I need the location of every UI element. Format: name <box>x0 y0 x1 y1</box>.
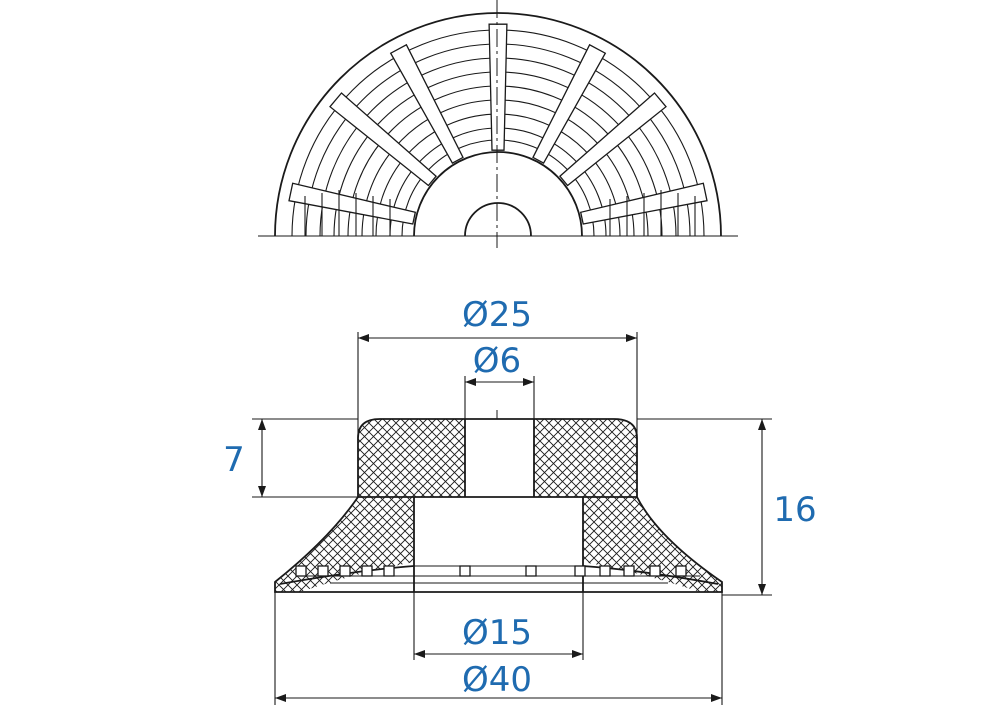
dim-arrow <box>523 378 534 386</box>
dim-arrow <box>572 650 583 658</box>
dim-label-d25: Ø25 <box>462 295 532 335</box>
section-underside-ribs <box>295 565 687 577</box>
dim-arrow <box>275 694 286 702</box>
dim-label-h7: 7 <box>223 440 245 480</box>
top-view-radial-ribs <box>288 23 708 236</box>
underside-rib-10 <box>649 565 661 577</box>
radial-rib-5 <box>558 92 667 187</box>
radial-rib-1 <box>329 92 438 187</box>
underside-rib-11 <box>675 565 687 577</box>
top-view-hub-arc <box>413 151 583 237</box>
underside-rib-5 <box>459 565 471 577</box>
underside-rib-2 <box>339 565 351 577</box>
dim-label-d6: Ø6 <box>473 341 521 381</box>
radial-rib-0 <box>288 182 417 225</box>
dim-arrow <box>626 334 637 342</box>
underside-rib-1 <box>317 565 329 577</box>
radial-rib-2 <box>389 43 464 164</box>
section-outline <box>274 418 723 593</box>
top-view-half-plan <box>258 12 738 237</box>
radial-rib-4 <box>532 43 607 164</box>
underside-rib-0 <box>295 565 307 577</box>
dim-arrow <box>758 584 766 595</box>
dim-arrow <box>414 650 425 658</box>
ring-groove-0 <box>401 139 595 237</box>
underside-rib-3 <box>361 565 373 577</box>
dim-arrow <box>358 334 369 342</box>
dimensions: Ø25 Ø6 7 16 Ø15 Ø40 <box>223 295 817 705</box>
dim-label-d15: Ø15 <box>462 613 532 653</box>
dim-arrow <box>258 486 266 497</box>
top-view-outer-arc <box>274 12 722 237</box>
dim-label-d40: Ø40 <box>462 660 532 700</box>
underside-rib-6 <box>525 565 537 577</box>
dim-arrow <box>758 419 766 430</box>
top-view-center-hole-arc <box>464 202 532 237</box>
section-lip-curve <box>279 565 719 585</box>
dim-arrow <box>465 378 476 386</box>
dim-label-h16: 16 <box>773 490 816 530</box>
dim-arrow <box>711 694 722 702</box>
underside-rib-7 <box>574 565 586 577</box>
dim-arrow <box>258 419 266 430</box>
section-view <box>274 418 723 593</box>
radial-rib-3 <box>488 23 508 151</box>
underside-rib-4 <box>383 565 395 577</box>
underside-rib-8 <box>599 565 611 577</box>
underside-rib-9 <box>623 565 635 577</box>
section-body-hatch <box>275 419 722 592</box>
